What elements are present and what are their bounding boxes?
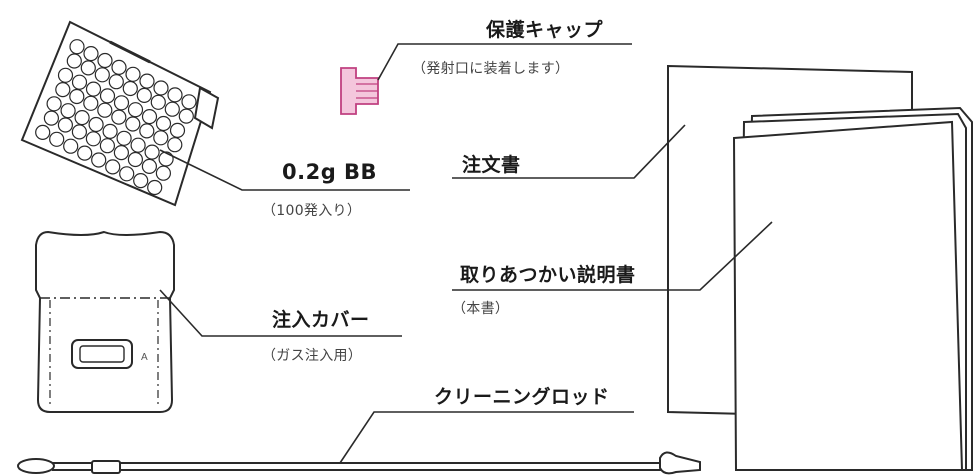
note-bb: （100発入り） [262, 203, 362, 219]
bb-pellet [133, 173, 149, 189]
bb-pellet [102, 123, 118, 139]
leader-lines [159, 43, 773, 464]
leader-line-manual [452, 221, 773, 291]
bb-pellet [167, 137, 183, 153]
bb-pellet [85, 81, 102, 97]
bb-pellet [83, 95, 99, 111]
bb-pellet [130, 137, 146, 153]
bb-pellet [85, 131, 102, 147]
bb-pellet [43, 110, 60, 126]
bb-pellet [178, 108, 194, 124]
bb-pellet [97, 52, 113, 69]
bb-pellet [71, 74, 88, 90]
bb-pellet [141, 158, 157, 174]
label-protective-cap: 保護キャップ [486, 19, 604, 41]
bb-pellet [63, 138, 79, 154]
cleaning-rod-illustration [17, 451, 701, 475]
note-manual: （本書） [452, 301, 510, 317]
bb-pellet [49, 131, 65, 147]
bb-pellet [74, 109, 90, 126]
bb-pellet [127, 102, 144, 118]
bb-pellet [55, 81, 71, 98]
bb-pellet [94, 67, 110, 83]
bb-pellet [91, 152, 107, 168]
bb-pellet [158, 151, 174, 167]
bb-pellet [155, 165, 171, 181]
injection-cover-illustration [35, 230, 175, 413]
bb-pellet [66, 53, 82, 69]
bb-bag-illustration [20, 20, 220, 207]
leader-line-rod [339, 411, 634, 464]
leader-line-cover [159, 289, 402, 337]
note-injection-cover: （ガス注入用） [262, 348, 363, 364]
bb-pellet [71, 124, 88, 140]
bb-pellet [136, 87, 152, 104]
bb-pellet [111, 59, 127, 76]
bb-pellet [122, 80, 138, 97]
bb-pellet [150, 94, 166, 110]
label-injection-cover: 注入カバー [272, 309, 370, 331]
bb-pellet [141, 108, 158, 125]
label-order-form: 注文書 [462, 154, 521, 176]
bb-pellet [153, 80, 169, 96]
bb-pellet [127, 151, 143, 168]
bb-pellet [57, 67, 74, 83]
bb-pellet [111, 109, 127, 125]
manual-illustration [732, 106, 973, 471]
bb-pellet [46, 96, 62, 112]
bb-pellet [139, 123, 155, 139]
cover-mark-text: A [141, 352, 148, 363]
bb-pellet [119, 166, 135, 182]
bb-pellet [97, 102, 113, 118]
bb-pellet [181, 94, 197, 110]
bb-pellet [77, 145, 93, 161]
bb-pellet [105, 159, 121, 175]
bb-pellet [69, 39, 85, 55]
bb-pellet [116, 130, 132, 146]
bb-pellet [99, 88, 116, 104]
bb-pellet [169, 122, 186, 138]
bb-pellet [57, 117, 74, 133]
label-cleaning-rod: クリーニングロッド [434, 386, 610, 408]
bb-pellet [125, 116, 141, 132]
bb-pellet [153, 130, 169, 146]
bb-pellet [60, 103, 76, 119]
bb-pellet [83, 45, 99, 62]
bb-pellet [155, 115, 172, 132]
bb-pellet [164, 101, 180, 117]
leader-line-cap [377, 43, 632, 81]
bb-pellet [113, 95, 130, 111]
leader-line-bb [159, 149, 410, 191]
bb-pellet [167, 87, 183, 103]
bb-pellet [147, 179, 163, 196]
bb-pellet [139, 73, 155, 89]
bb-pellet [80, 60, 96, 76]
bb-pellet [35, 124, 51, 140]
bb-pellet [113, 145, 130, 161]
note-protective-cap: （発射口に装着します） [412, 61, 570, 77]
bb-pellet [69, 88, 85, 105]
leader-line-order [452, 124, 686, 179]
label-bb: 0.2g BB [282, 160, 378, 184]
protective-cap-illustration [340, 67, 379, 115]
bb-pellet [144, 144, 160, 160]
bb-pellet [108, 74, 124, 90]
bb-pellet [99, 138, 116, 154]
bb-pellet [88, 116, 104, 133]
label-manual: 取りあつかい説明書 [460, 264, 636, 286]
bb-pellet [125, 66, 141, 82]
